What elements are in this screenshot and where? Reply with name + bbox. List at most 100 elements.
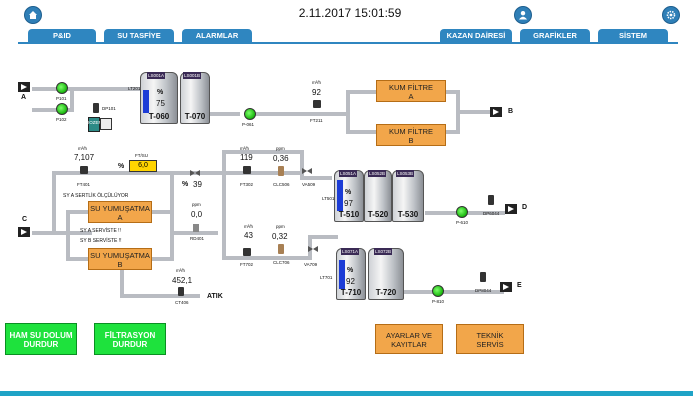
ppm-label: ppm	[276, 146, 285, 151]
pipe	[300, 176, 332, 180]
inlet-a-label: A	[21, 94, 27, 101]
su-yumusatma-b[interactable]: SU YUMUŞATMA B	[88, 248, 152, 270]
pipe	[404, 290, 504, 294]
dozer-tank	[88, 117, 100, 132]
softener-sub: B	[117, 260, 123, 269]
lower-flow-value: 43	[244, 231, 253, 240]
softener-title: SU YUMUŞATMA	[90, 204, 150, 213]
pump-p101[interactable]	[56, 82, 68, 94]
ayarlar-ve-kayitlar-button[interactable]: AYARLAR VE KAYITLAR	[375, 324, 443, 354]
dp101-label: DP101	[102, 106, 116, 111]
bottom-bar	[0, 391, 693, 396]
valve-va709-icon[interactable]	[308, 246, 318, 252]
rd401-label: RD401	[190, 236, 205, 241]
rd401-icon	[193, 224, 199, 232]
control-valve-icon[interactable]	[190, 170, 200, 176]
home-icon	[29, 11, 37, 19]
outlet-arrow-b	[490, 107, 502, 117]
flow-meter-icon	[243, 166, 251, 174]
su-yumusatma-a[interactable]: SU YUMUŞATMA A	[88, 201, 152, 223]
softener-title: SU YUMUŞATMA	[90, 251, 150, 260]
teknik-servis-button[interactable]: TEKNİK SERVİS	[456, 324, 524, 354]
tab-kazan-dairesi[interactable]: KAZAN DAİRESİ	[440, 29, 512, 42]
pump-p610-label: P-610	[456, 220, 469, 225]
user-icon	[519, 11, 527, 20]
ppm-value: 0,36	[273, 154, 289, 163]
home-button[interactable]	[24, 6, 42, 24]
kum-filtre-a[interactable]: KUM FİLTRE A	[376, 80, 446, 102]
tank-t530[interactable]: T-530	[392, 170, 424, 222]
tank-name: T-510	[338, 210, 360, 219]
button-line2: DURDUR	[23, 340, 59, 349]
inlet-arrow-a	[18, 82, 30, 92]
pipe	[222, 150, 302, 154]
tab-alarmlar[interactable]: ALARMLAR	[182, 29, 252, 42]
pipe	[346, 130, 376, 134]
pipe	[346, 90, 376, 94]
tab-su-tasfiye[interactable]: SU TASFİYE	[104, 29, 174, 42]
ct406-icon	[178, 287, 184, 296]
tab-grafikler[interactable]: GRAFİKLER	[520, 29, 590, 42]
tag-ls053b: LS053B	[396, 170, 414, 177]
ft401-label: FT401	[77, 182, 91, 187]
tank-pct-label: %	[157, 89, 164, 96]
tag-ls001a: LS001A	[147, 72, 165, 79]
pipe	[222, 256, 312, 260]
pump-p102[interactable]	[56, 103, 68, 115]
dozer-label: DOZER	[86, 120, 102, 125]
tank-name: T-530	[397, 210, 419, 219]
outlet-d-label: D	[522, 204, 528, 211]
tank-t510[interactable]: % 97 T-510	[334, 170, 364, 222]
settings-button[interactable]	[662, 6, 680, 24]
flow-unit: m³/h	[78, 146, 87, 151]
flow-meter-icon	[243, 248, 251, 256]
tank-t710[interactable]: % 92 T-710	[336, 248, 366, 300]
pump-p101-label: P101	[56, 96, 67, 101]
button-line2: SERVİS	[476, 340, 504, 349]
flow-unit: m³/h	[244, 224, 253, 229]
ct406-label: CT406	[175, 300, 189, 305]
pipe	[66, 210, 88, 214]
ppm-label: ppm	[276, 224, 285, 229]
tank-pct-label: %	[345, 189, 352, 196]
ham-su-dolum-durdur-button[interactable]: HAM SU DOLUM DURDUR	[5, 323, 77, 355]
setpoint-input[interactable]: 6,0	[129, 160, 157, 172]
tank-t720[interactable]: T-720	[368, 248, 404, 300]
tab-pid[interactable]: P&ID	[28, 29, 96, 42]
tank-pct-label: %	[347, 267, 354, 274]
tag-ls052b: LS052B	[368, 170, 386, 177]
ppm-label: ppm	[192, 202, 201, 207]
button-line1: TEKNİK	[476, 331, 504, 340]
pipe	[120, 261, 124, 297]
tank-level-value: 75	[156, 99, 165, 108]
pump-p610[interactable]	[456, 206, 468, 218]
pipe	[32, 87, 144, 91]
dp6044-label: DP6044	[483, 211, 500, 216]
softener-notice: SY A SERTLİK ÖLÇÜLÜYOR	[63, 193, 129, 199]
valve-va509-icon[interactable]	[302, 168, 312, 174]
flow-value-ft401: 7,107	[74, 153, 95, 162]
outlet-e-label: E	[517, 282, 522, 289]
valve-pct-label: %	[182, 181, 189, 188]
ft302-label: FT302	[240, 182, 254, 187]
tank-t060[interactable]: % 75 T-060	[140, 72, 178, 124]
outlet-b-label: B	[508, 108, 514, 115]
ft702-label: FT702	[240, 262, 254, 267]
pump-p810[interactable]	[432, 285, 444, 297]
datetime: 2.11.2017 15:01:59	[298, 6, 402, 20]
flow-meter-icon	[80, 166, 88, 174]
clc706-label: CLC706	[273, 260, 290, 265]
tank-t520[interactable]: T-520	[364, 170, 392, 222]
pipe	[300, 150, 304, 180]
tab-sistem[interactable]: SİSTEM	[598, 29, 668, 42]
outlet-arrow-e	[500, 282, 512, 292]
pct-label: %	[118, 163, 125, 170]
pump-p061[interactable]	[244, 108, 256, 120]
pipe	[120, 294, 200, 298]
user-button[interactable]	[514, 6, 532, 24]
top-bar	[0, 0, 693, 26]
filtrasyon-durdur-button[interactable]: FİLTRASYON DURDUR	[94, 323, 166, 355]
inlet-c-label: C	[22, 216, 28, 223]
tank-t070[interactable]: T-070	[180, 72, 210, 124]
kum-filtre-b[interactable]: KUM FİLTRE B	[376, 124, 446, 146]
